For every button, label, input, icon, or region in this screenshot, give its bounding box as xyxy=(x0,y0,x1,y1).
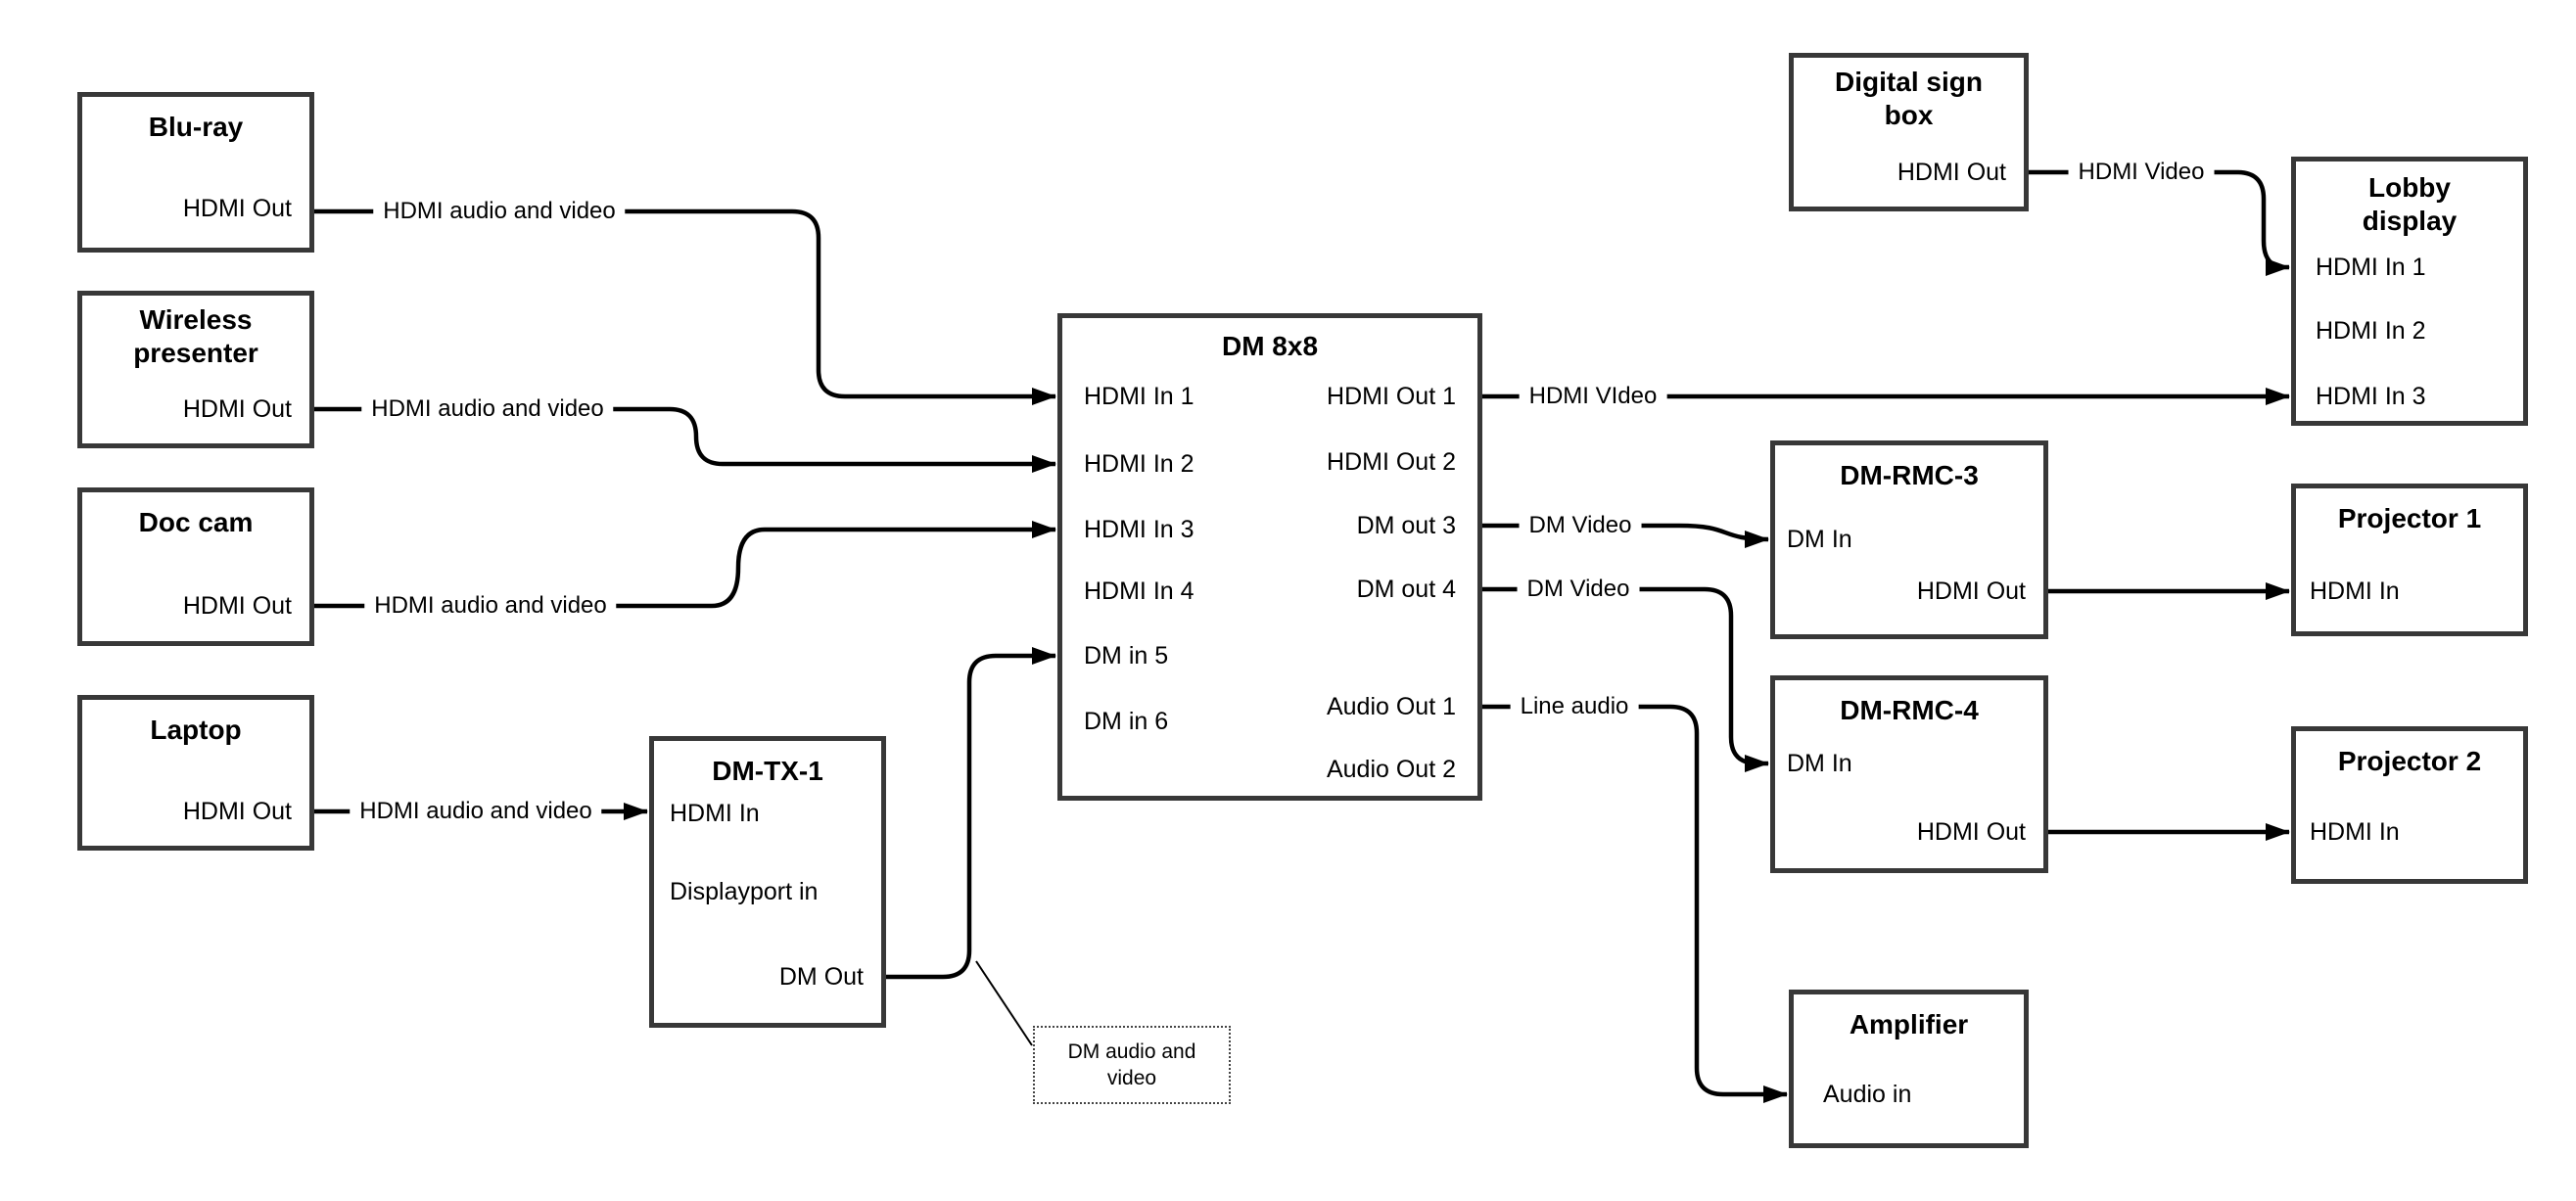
port-dm-out-4: DM out 4 xyxy=(1356,576,1456,603)
port-hdmi-in-4: HDMI In 4 xyxy=(1084,577,1194,605)
node-dm-8x8: DM 8x8 HDMI In 1 HDMI In 2 HDMI In 3 HDM… xyxy=(1057,313,1482,801)
edge-label-hdmi-av-laptop: HDMI audio and video xyxy=(350,797,602,826)
node-title: Projector 1 xyxy=(2337,503,2482,533)
edge-dmtx1-to-dm8x8-dm-in5 xyxy=(886,647,1056,980)
port-dm-in-5: DM in 5 xyxy=(1084,642,1169,670)
port-dm-out-3: DM out 3 xyxy=(1356,512,1456,539)
port-audio-out-2: Audio Out 2 xyxy=(1326,756,1456,783)
port-hdmi-in-2: HDMI In 2 xyxy=(2316,317,2426,345)
edge-label-hdmi-av-wireless: HDMI audio and video xyxy=(361,394,614,424)
node-lobby-display: Lobby display HDMI In 1 HDMI In 2 HDMI I… xyxy=(2291,157,2528,426)
port-hdmi-out: HDMI Out xyxy=(1897,159,2006,186)
node-title: DM-TX-1 xyxy=(712,756,823,786)
port-displayport-in: Displayport in xyxy=(670,878,819,905)
port-hdmi-in-1: HDMI In 1 xyxy=(1084,383,1194,410)
port-hdmi-out: HDMI Out xyxy=(182,195,292,222)
port-dm-in: DM In xyxy=(1787,750,1852,777)
edge-dm8x8-out3-to-rmc3 xyxy=(1482,523,1769,548)
port-hdmi-out: HDMI Out xyxy=(1916,818,2026,846)
port-dm-in: DM In xyxy=(1787,526,1852,553)
annotation-dm-audio-video: DM audio and video xyxy=(1033,1026,1231,1104)
port-audio-in: Audio in xyxy=(1823,1081,1912,1108)
node-laptop: Laptop HDMI Out xyxy=(77,695,314,851)
annotation-text: DM audio and video xyxy=(1067,1040,1196,1089)
node-dm-rmc-3: DM-RMC-3 DM In HDMI Out xyxy=(1770,440,2048,639)
edge-label-dm-video-out4: DM Video xyxy=(1517,575,1640,604)
port-hdmi-out-1: HDMI Out 1 xyxy=(1327,383,1456,410)
port-dm-out: DM Out xyxy=(778,963,864,991)
node-title: Laptop xyxy=(150,715,242,745)
node-digital-sign-box: Digital sign box HDMI Out xyxy=(1789,53,2029,211)
node-projector-2: Projector 2 HDMI In xyxy=(2291,726,2528,884)
node-title: Projector 2 xyxy=(2337,746,2482,776)
node-wireless-presenter: Wireless presenter HDMI Out xyxy=(77,291,314,448)
port-hdmi-in: HDMI In xyxy=(2310,577,2400,605)
node-title: DM-RMC-4 xyxy=(1840,695,1979,725)
port-hdmi-out-2: HDMI Out 2 xyxy=(1327,448,1456,476)
node-doc-cam: Doc cam HDMI Out xyxy=(77,487,314,646)
port-audio-out-1: Audio Out 1 xyxy=(1326,693,1456,720)
edge-label-hdmi-video-out1: HDMI VIdeo xyxy=(1519,382,1667,411)
port-hdmi-out: HDMI Out xyxy=(1916,577,2026,605)
port-hdmi-out: HDMI Out xyxy=(182,395,292,423)
annotation-leader-line xyxy=(975,960,1033,1046)
node-title: Doc cam xyxy=(138,507,254,537)
edge-dm8x8-out4-to-rmc4 xyxy=(1482,586,1769,772)
edge-label-hdmi-av-doccam: HDMI audio and video xyxy=(364,591,617,621)
edge-sign-to-lobby-in1 xyxy=(2029,169,2290,276)
port-hdmi-out: HDMI Out xyxy=(182,592,292,620)
port-hdmi-in-2: HDMI In 2 xyxy=(1084,450,1194,478)
node-dm-tx-1: DM-TX-1 HDMI In Displayport in DM Out xyxy=(649,736,886,1028)
node-title: Lobby display xyxy=(2362,172,2458,236)
node-title: Amplifier xyxy=(1849,1009,1969,1039)
node-title: DM-RMC-3 xyxy=(1840,460,1979,490)
node-title: Digital sign box xyxy=(1835,67,1983,130)
edge-wireless-to-dm8x8-in2 xyxy=(314,406,1056,473)
port-hdmi-in: HDMI In xyxy=(2310,818,2400,846)
node-title: Wireless presenter xyxy=(133,304,258,368)
edge-doccam-to-dm8x8-in3 xyxy=(314,521,1056,609)
port-hdmi-out: HDMI Out xyxy=(182,798,292,825)
edge-bluray-to-dm8x8-in1 xyxy=(314,208,1056,405)
node-projector-1: Projector 1 HDMI In xyxy=(2291,484,2528,636)
node-blu-ray: Blu-ray HDMI Out xyxy=(77,92,314,253)
node-title: DM 8x8 xyxy=(1221,331,1319,361)
edge-label-hdmi-av-bluray: HDMI audio and video xyxy=(373,197,626,226)
node-dm-rmc-4: DM-RMC-4 DM In HDMI Out xyxy=(1770,675,2048,873)
edge-label-hdmi-video-sign: HDMI Video xyxy=(2068,158,2215,187)
node-amplifier: Amplifier Audio in xyxy=(1789,990,2029,1148)
edge-dm8x8-audio1-to-amplifier xyxy=(1482,704,1788,1103)
port-hdmi-in-1: HDMI In 1 xyxy=(2316,254,2426,281)
port-dm-in-6: DM in 6 xyxy=(1084,708,1169,735)
edge-label-dm-video-out3: DM Video xyxy=(1519,511,1642,540)
edge-label-line-audio: Line audio xyxy=(1510,692,1639,721)
port-hdmi-in-3: HDMI In 3 xyxy=(1084,516,1194,543)
port-hdmi-in: HDMI In xyxy=(670,800,760,827)
node-title: Blu-ray xyxy=(148,112,244,142)
port-hdmi-in-3: HDMI In 3 xyxy=(2316,383,2426,410)
